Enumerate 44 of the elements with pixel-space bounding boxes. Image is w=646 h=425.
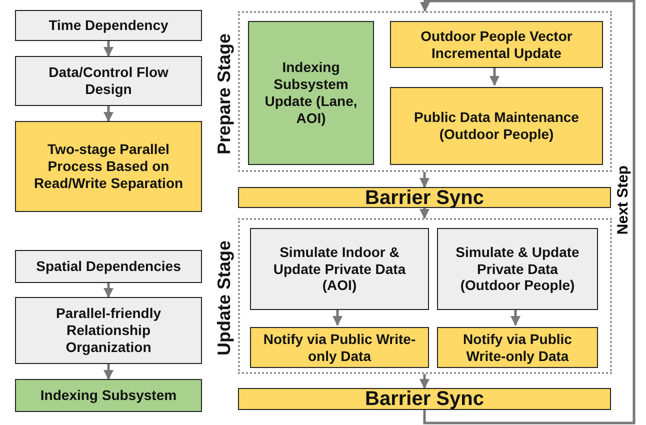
arrow	[420, 172, 430, 188]
arrow	[420, 0, 636, 424]
box-label: Simulate Indoor & Update Private Data (AOI)	[272, 244, 407, 294]
arrow	[104, 283, 114, 298]
arrow	[332, 308, 342, 326]
box-label: Indexing Subsystem Update (Lane, AOI)	[264, 59, 358, 127]
box-label: Public Data Maintenance (Outdoor People)	[413, 109, 580, 143]
box-label: Spatial Dependencies	[36, 258, 181, 275]
box-label: Indexing Subsystem	[40, 387, 177, 404]
process-box	[15, 250, 202, 283]
process-box	[250, 327, 429, 368]
stage-label: Prepare Stage	[214, 32, 236, 154]
process-box	[15, 10, 202, 41]
arrow	[104, 106, 114, 122]
box-label: Time Dependency	[48, 17, 168, 34]
box-label: Simulate & Update Private Data (Outdoor People)	[454, 244, 580, 294]
box-label: Outdoor People Vector Incremental Update	[420, 28, 574, 62]
box-label: Data/Control Flow Design	[48, 64, 170, 98]
edge-label: Next Step	[614, 165, 632, 235]
box-label: Barrier Sync	[365, 186, 484, 210]
arrow	[104, 41, 114, 57]
box-label: Parallel-friendly Relationship Organization	[54, 305, 162, 356]
box-label: Notify via Public Write-only Data	[462, 330, 573, 364]
process-box	[15, 121, 202, 212]
arrow	[490, 66, 500, 86]
box-label: Barrier Sync	[365, 387, 484, 411]
arrow	[510, 308, 520, 326]
arrow	[420, 374, 430, 389]
box-label: Two-stage Parallel Process Based on Read/Write Separation	[32, 141, 184, 192]
process-box	[250, 228, 429, 310]
process-box	[15, 56, 202, 106]
process-box	[437, 327, 598, 368]
box-label: Notify via Public Write-only Data	[262, 330, 417, 364]
arrow	[104, 364, 114, 380]
arrow	[420, 208, 430, 219]
process-box	[15, 297, 202, 364]
sync-bar	[238, 187, 611, 208]
process-box	[15, 379, 202, 412]
stage-label: Update Stage	[214, 240, 236, 356]
process-box	[437, 228, 598, 310]
sync-bar	[238, 388, 611, 410]
process-box	[390, 87, 603, 165]
process-box	[248, 21, 374, 165]
process-box	[390, 21, 603, 68]
